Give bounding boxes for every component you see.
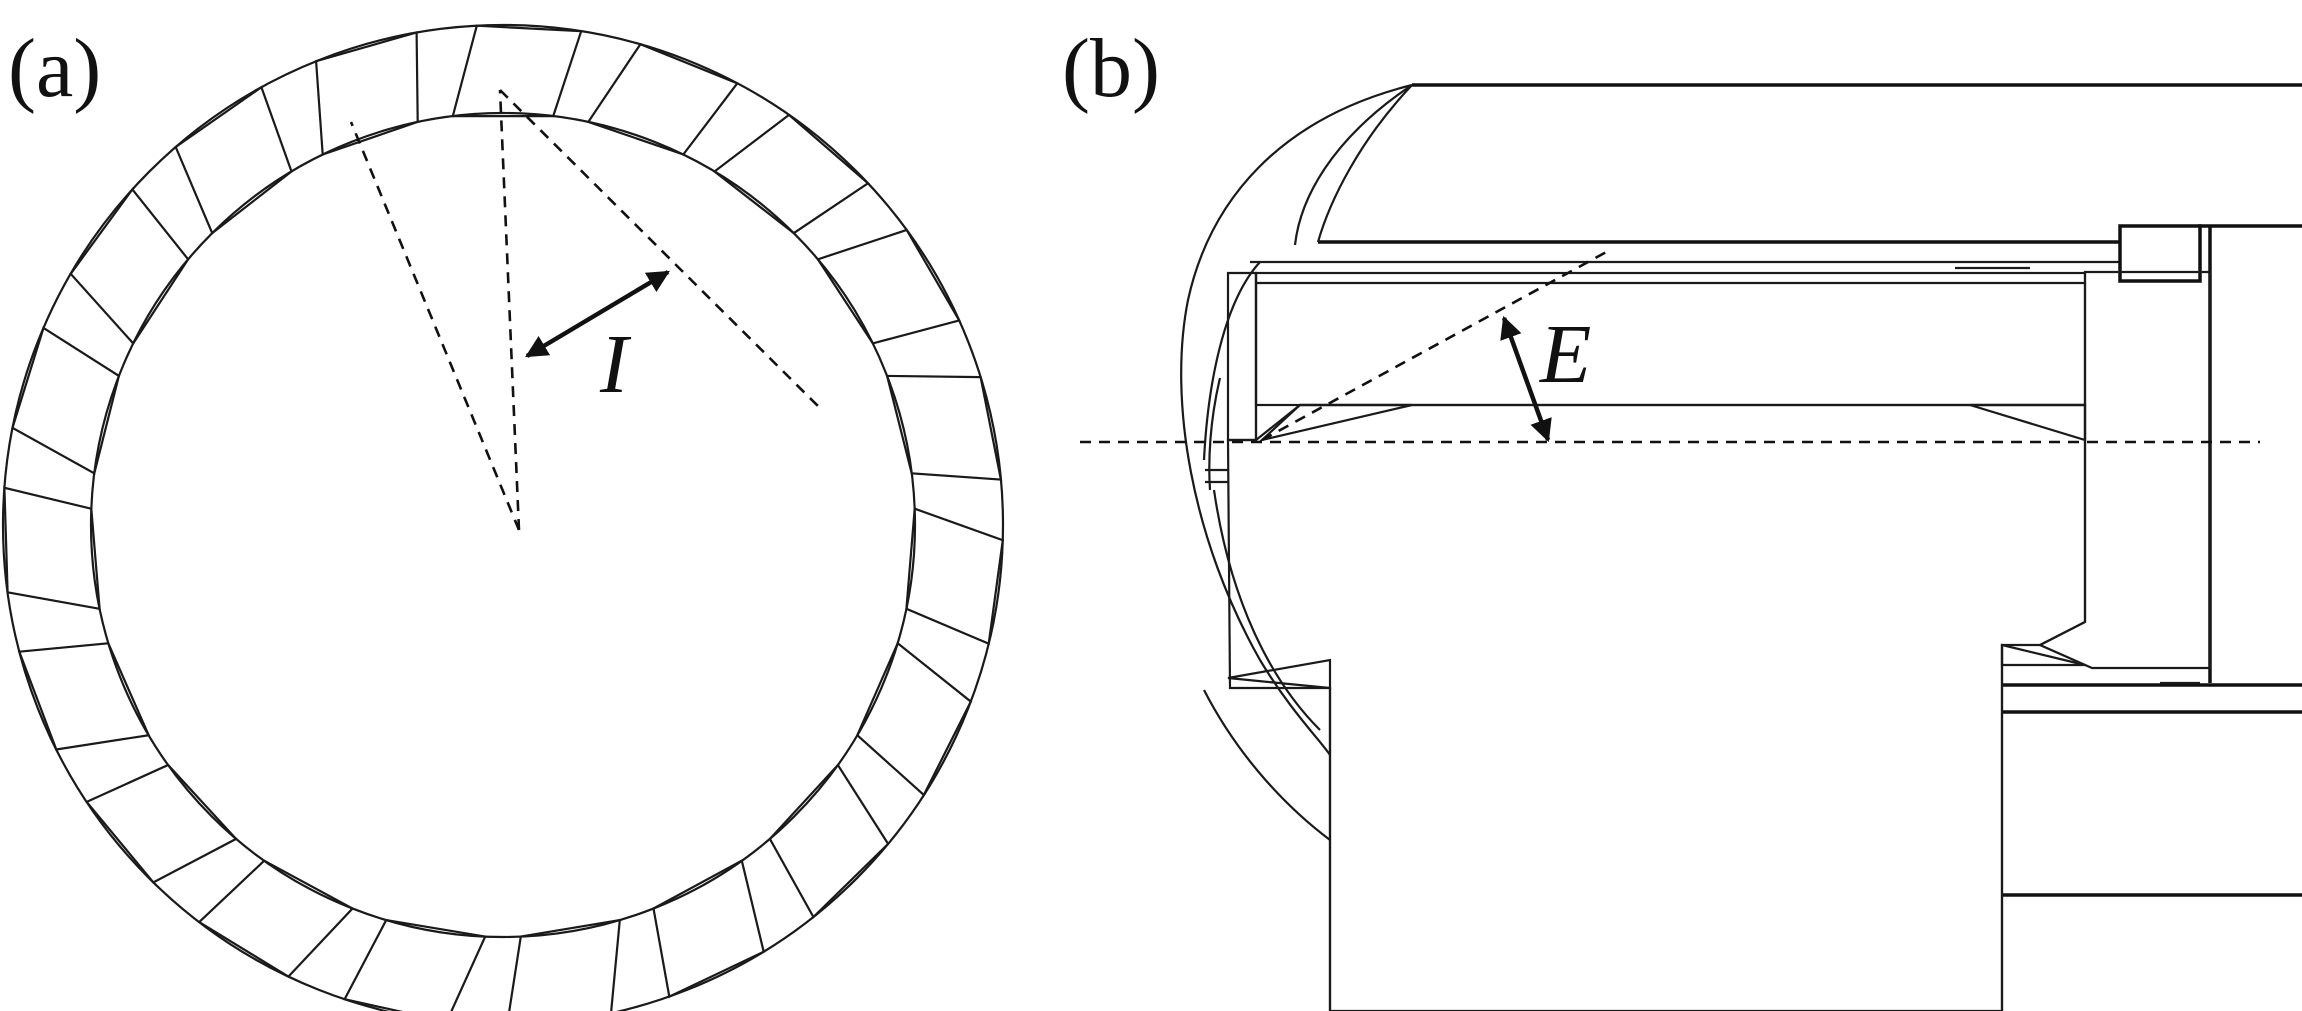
panel-a-label: (a) — [8, 22, 101, 115]
bushing-right-wall — [2037, 270, 2212, 670]
ring-segment — [508, 918, 622, 1011]
outer-casing-lines — [1250, 83, 2302, 897]
ring-segment — [11, 326, 121, 475]
panel-a: (a) I — [2, 22, 1005, 1011]
ring-segment — [197, 859, 355, 979]
ring-segment — [69, 187, 190, 346]
panel-b-label: (b) — [1062, 22, 1160, 115]
ring-segment — [768, 763, 890, 919]
ring-segment — [3, 486, 101, 611]
ring-segment — [451, 24, 583, 118]
dimension-arrow-e — [1500, 315, 1552, 443]
dimension-label-e: E — [1539, 308, 1591, 401]
ring-segment — [586, 42, 740, 156]
ring-segment — [174, 85, 293, 235]
dimension-label-i: I — [599, 318, 632, 411]
taper-construction-line — [1261, 248, 1611, 442]
inner-cavity — [1254, 271, 2087, 443]
ring-outer-circle — [2, 24, 1004, 1011]
ring-segment — [855, 641, 973, 797]
ring-segment — [905, 507, 1005, 646]
spherical-end-arcs — [1180, 83, 1413, 841]
ring-segment — [712, 113, 870, 235]
ring-hatched-segments — [3, 24, 1005, 1011]
angle-construction-lines — [349, 89, 823, 531]
ring-inner-circle — [89, 111, 917, 939]
ring-segment — [84, 763, 238, 884]
ring-segment — [342, 918, 487, 1011]
shaft-body — [1226, 403, 2087, 1011]
recess-lines — [1205, 468, 2086, 1011]
panel-b: (b) — [1062, 22, 2302, 1011]
hatched-bushing — [1226, 270, 2212, 1011]
bushing-left-wall — [1226, 271, 1258, 442]
dimension-arrow-i — [525, 270, 670, 358]
